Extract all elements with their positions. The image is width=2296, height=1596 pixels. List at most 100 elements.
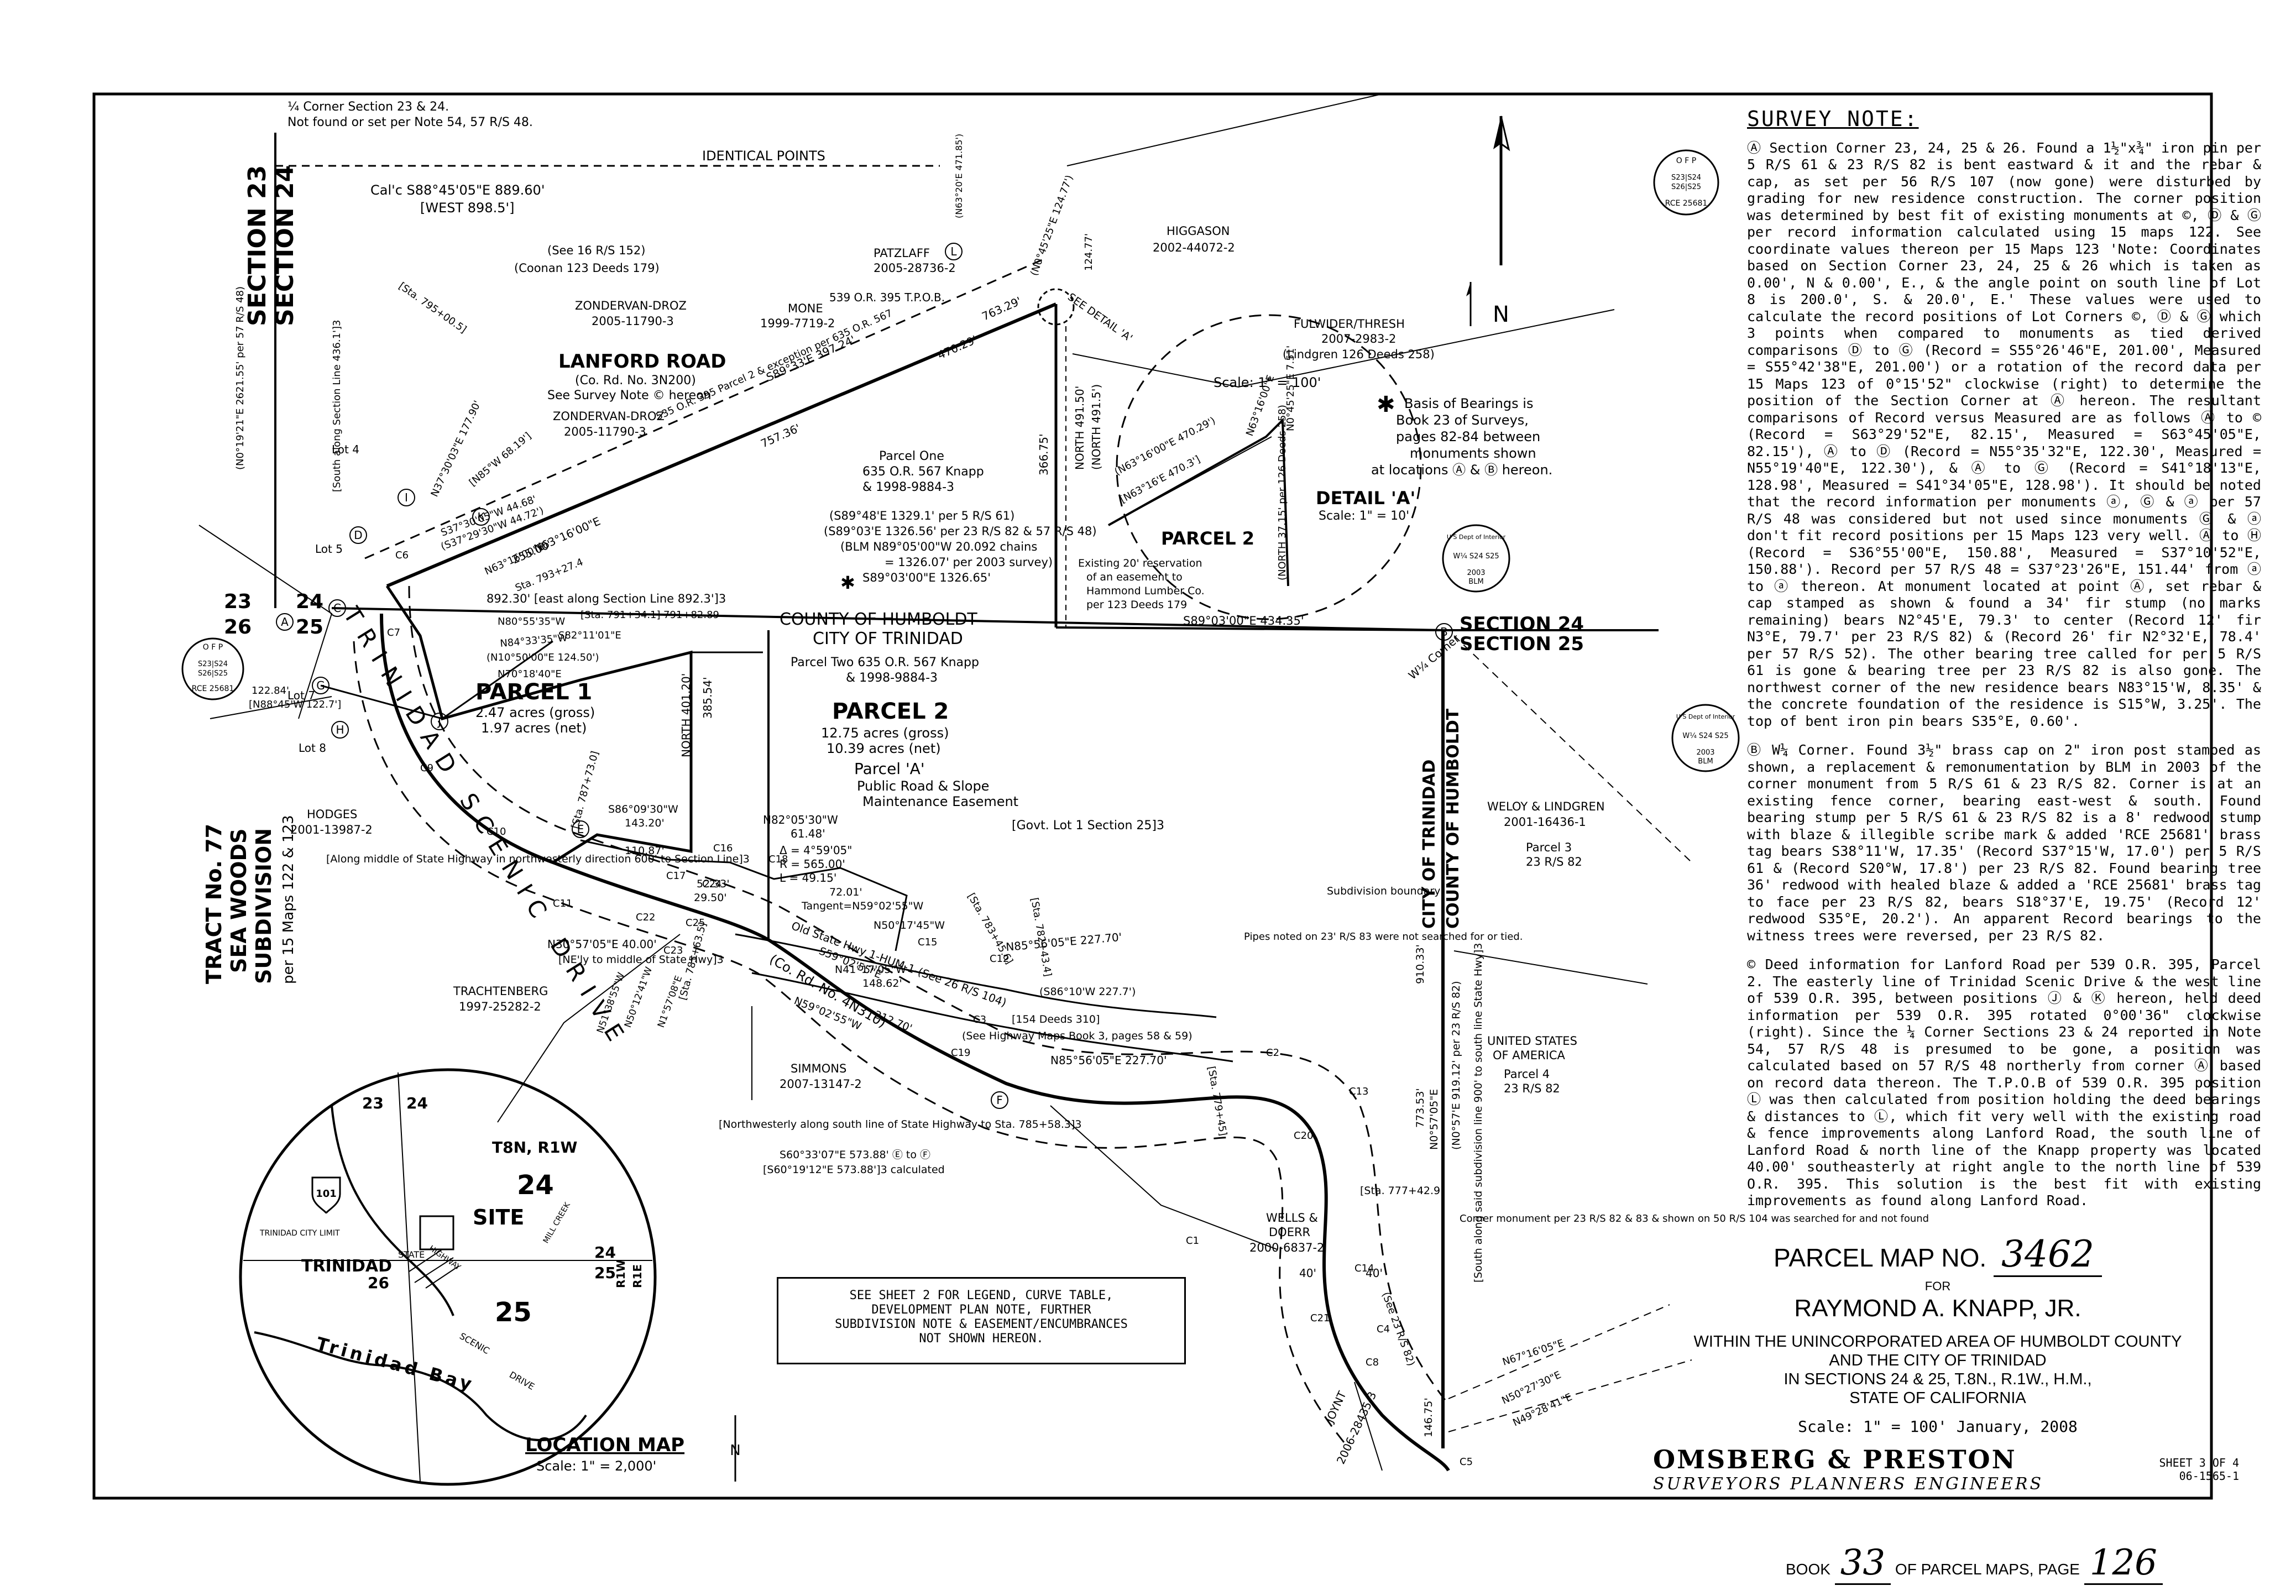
sheet-number-block: SHEET 3 OF 4 06-1565-1 [2159, 1456, 2240, 1483]
svg-text:F: F [996, 1093, 1003, 1107]
bearing-s82: S82°11'01"E [558, 630, 621, 641]
govt-lot-label: [Govt. Lot 1 Section 25]3 [1012, 819, 1164, 833]
bearing-wc-corner: W¼ Corner [1406, 631, 1462, 682]
owner-weloy-doc: 2001-16436-1 [1504, 815, 1586, 829]
book-label: BOOK [1786, 1561, 1830, 1578]
old-state-highway-line-2 [751, 972, 1233, 1063]
svg-text:C1: C1 [1186, 1235, 1199, 1247]
bearing-subdiv: Subdivision boundary [1327, 885, 1440, 897]
svg-text:K: K [477, 510, 485, 524]
svg-text:C22: C22 [636, 912, 655, 923]
owner-trachtenberg: TRACHTENBERG [453, 985, 548, 998]
parcel-a-desc-1: Public Road & Slope [857, 778, 989, 794]
bearing-s89-03: (S89°03'E 1326.56' per 23 R/S 82 & 57 R/… [824, 525, 1097, 538]
bearing-blm-2: = 1326.07' per 2003 survey) [885, 556, 1053, 569]
bearing-east-section: 892.30' [east along Section Line 892.3']… [487, 592, 726, 605]
north-arrow-icon: N [1487, 116, 1515, 327]
west-dist-label: [WEST 898.5'] [420, 200, 514, 216]
north-arrow-detail-icon [1466, 282, 1472, 326]
sheet-note-line-4: NOT SHOWN HEREON. [919, 1332, 1044, 1346]
svg-text:RCE 25681: RCE 25681 [1665, 199, 1708, 208]
bearing-212: 212.70' [872, 1008, 914, 1034]
svg-text:C: C [333, 601, 341, 615]
bearing-s89-48: (S89°48'E 1329.1' per 5 R/S 61) [829, 509, 1014, 522]
bearing-n80: N80°55'35"W [498, 616, 565, 627]
basis-asterisk-2: ✱ [840, 572, 855, 593]
parcel-1-boundary [385, 585, 693, 864]
bearing-n85-56-b: N85°56'05"E 227.70' [1050, 1054, 1167, 1067]
bearing-n70: N70°18'40"E [498, 668, 562, 680]
bearing-north-491b: (NORTH 491.5') [1090, 384, 1103, 470]
loc-site: SITE [473, 1205, 524, 1229]
svg-text:C23: C23 [663, 945, 683, 956]
bearing-sta791: [Sta. 791+34.1] [580, 609, 661, 621]
bearing-along-middle: [Along middle of State Highway in northw… [326, 853, 750, 865]
calc-bearing-label: Cal'c S88°45'05"E 889.60' [370, 182, 545, 198]
svg-text:BLM: BLM [1698, 757, 1713, 766]
reservation-2: of an easement to [1086, 571, 1183, 583]
svg-text:L: L [950, 245, 957, 258]
svg-text:N: N [1493, 302, 1509, 327]
svg-text:C13: C13 [1349, 1086, 1368, 1097]
owner-zondervan-1: ZONDERVAN-DROZ [575, 299, 687, 312]
svg-text:C7: C7 [387, 627, 400, 639]
hwy-101-shield-icon: 101 [311, 1176, 341, 1214]
svg-text:S26|S25: S26|S25 [1671, 183, 1701, 191]
loc-sec24b: 24 [517, 1170, 554, 1201]
parcel-a-desc-2: Maintenance Easement [862, 794, 1018, 809]
bearing-n1-57: N1°57'08"E [656, 974, 684, 1029]
svg-text:2003: 2003 [1467, 569, 1485, 577]
corner-25: 25 [296, 616, 323, 639]
loc-bay: Trinidad Bay [314, 1333, 477, 1395]
loc-mill-creek: MILL CREEK [542, 1201, 573, 1245]
old-state-highway-line [735, 933, 1217, 1018]
owner-patzlaff-doc: 2005-28736-2 [874, 261, 956, 275]
basis-asterisk: ✱ [1377, 392, 1395, 417]
trinidad-scenic-drive-centerline [380, 613, 1450, 1472]
parcel-a-lines [580, 839, 908, 951]
title-owner: RAYMOND A. KNAPP, JR. [1794, 1295, 2081, 1322]
weloy-boundary [1453, 950, 1648, 985]
bearing-lanford-4: 470.29' [935, 333, 979, 362]
svg-text:C10: C10 [487, 826, 506, 838]
survey-note-panel: SURVEY NOTE: Ⓐ Section Corner 23, 24, 25… [1747, 108, 2261, 1222]
bearing-n63-16-e: N63°16'00"E [483, 541, 546, 577]
bearing-north-491: NORTH 491.50' [1073, 386, 1086, 470]
svg-text:C16: C16 [713, 843, 733, 854]
parcel-two-north-line [1055, 626, 1444, 631]
southeast-dashed-line [1448, 1304, 1692, 1432]
svg-text:W¼ S24 S25: W¼ S24 S25 [1682, 732, 1728, 740]
section-24-label-h: SECTION 24 [1460, 613, 1584, 635]
detail-n0-45-top: (N0°45'25"E 124.77') [1028, 174, 1075, 278]
bearing-s89-434: S89°03'00"E 434.35' [1183, 614, 1304, 627]
detail-north-37: (NORTH 37.15' per 126 Deeds 258) [1277, 405, 1288, 580]
title-desc-3: IN SECTIONS 24 & 25, T.8N., R.1W., H.M., [1784, 1370, 2092, 1388]
parcel-map-number-line: PARCEL MAP NO. 3462 [1631, 1233, 2245, 1277]
parcel-2-gross: 12.75 acres (gross) [821, 725, 949, 741]
lot-5: Lot 5 [315, 542, 343, 556]
east-dashed-line [1453, 635, 1692, 863]
bearing-29: 29.50' [694, 892, 727, 904]
loc-r1w: R1W [614, 1260, 627, 1288]
lanford-road-label: LANFORD ROAD [558, 350, 726, 373]
bearing-s86-10: (S86°10'W 227.7') [1039, 986, 1136, 998]
bearing-143: 143.20' [625, 817, 665, 829]
svg-text:C3: C3 [973, 1014, 986, 1025]
sheet-note-line-2: DEVELOPMENT PLAN NOTE, FURTHER [871, 1303, 1091, 1317]
bearing-40-left: 40' [1299, 1267, 1316, 1280]
sheet-note-line-1: SEE SHEET 2 FOR LEGEND, CURVE TABLE, [849, 1289, 1113, 1302]
trinidad-scenic-drive-north-edge [408, 585, 1450, 1405]
bearing-122: 122.84' [252, 685, 289, 697]
owner-hodges-doc: 2001-13987-2 [290, 823, 373, 836]
parcel-two-doc: & 1998-9884-3 [846, 671, 938, 685]
bearing-sta-777: [Sta. 777+42.9] [1360, 1185, 1445, 1197]
parcel-one-doc: & 1998-9884-3 [862, 480, 954, 494]
corner-23: 23 [224, 590, 252, 613]
sheet-2-note: SEE SHEET 2 FOR LEGEND, CURVE TABLE, DEV… [777, 1277, 1186, 1364]
svg-text:D: D [354, 528, 362, 542]
point-markers: A B C D E F G H I J K L [276, 243, 1453, 1109]
bearing-40-right: 40' [1366, 1267, 1383, 1280]
loc-highway: HIGHWAY [427, 1244, 463, 1272]
tract-line-2: SEA WOODS [227, 829, 251, 973]
curve-labels: C1 C2 C3 C4 C5 C6 C7 C8 C9 C10 C11 C12 C… [387, 550, 1473, 1468]
